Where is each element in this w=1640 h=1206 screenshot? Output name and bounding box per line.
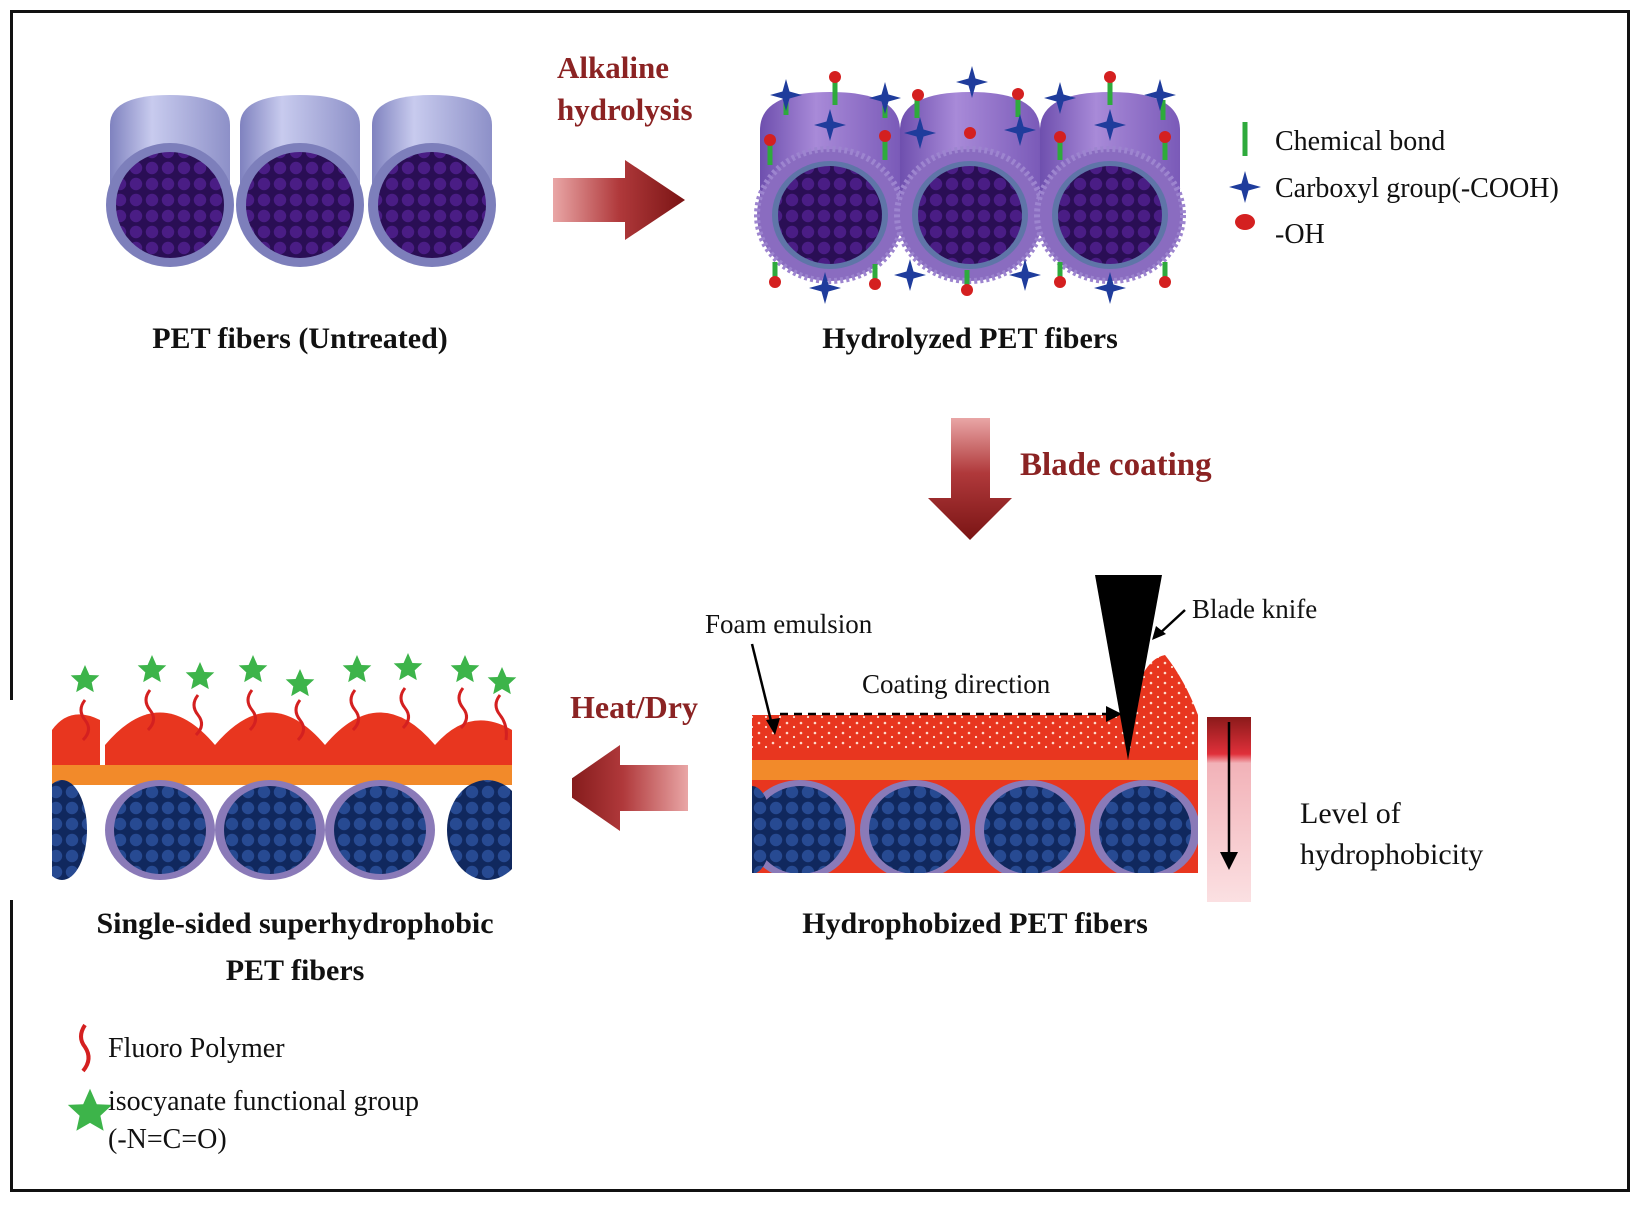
legend-isocyanate-line1: isocyanate functional group <box>108 1086 419 1117</box>
coated-fiber-row <box>732 760 1200 880</box>
superhydrophobic-fibers <box>0 653 572 900</box>
oh-dot-icon <box>1235 214 1255 230</box>
blade-coating-arrow-icon <box>928 418 1012 540</box>
untreated-fibers <box>106 95 496 267</box>
hydrolyzed-fibers <box>754 66 1186 304</box>
blade-knife-label: Blade knife <box>1192 594 1317 624</box>
foam-pile <box>1130 655 1198 715</box>
legend-fluoro: Fluoro Polymer <box>108 1033 285 1064</box>
legend-chemical-bond: Chemical bond <box>1275 126 1445 157</box>
hydrolyzed-fiber <box>754 92 906 284</box>
untreated-fiber <box>368 95 496 267</box>
carboxyl-star-icon <box>1229 171 1261 203</box>
legend-isocyanate-line2: (-N=C=O) <box>108 1124 227 1155</box>
hydrolyzed-fiber <box>894 92 1046 284</box>
coated-lumps <box>52 712 512 785</box>
alkaline-arrow-icon <box>553 160 685 240</box>
heat-dry-arrow-icon <box>558 745 688 831</box>
blade-knife-pointer <box>1157 609 1186 636</box>
isocyanate-stars <box>70 653 517 697</box>
untreated-fiber <box>236 95 364 267</box>
functional-groups <box>764 66 1176 304</box>
isocyanate-star-icon <box>67 1088 113 1131</box>
foam-emulsion-pointer <box>750 643 774 726</box>
untreated-fiber <box>106 95 234 267</box>
single-sided-label-line2: PET fibers <box>226 954 365 987</box>
blade-coating-label: Blade coating <box>1020 447 1212 483</box>
alkaline-label-line1: Alkaline <box>557 50 669 85</box>
legend-bottom: Fluoro Polymer isocyanate functional gro… <box>67 1023 419 1155</box>
blade-knife-icon <box>1095 575 1162 760</box>
fluoro-polymer-chains <box>79 687 508 742</box>
chemical-bond-marks <box>767 82 1168 286</box>
single-sided-label-line1: Single-sided superhydrophobic <box>96 907 493 940</box>
level-label-line2: hydrophobicity <box>1300 838 1483 871</box>
hydrolyzed-label: Hydrolyzed PET fibers <box>822 322 1118 355</box>
hydrophobized-fibers <box>700 655 1218 893</box>
coating-direction-label: Coating direction <box>862 669 1051 699</box>
alkaline-label-line2: hydrolysis <box>557 92 693 127</box>
superhydrophobic-fiber-cores <box>0 700 572 900</box>
hydrophobized-label: Hydrophobized PET fibers <box>802 907 1148 940</box>
oh-group-marks <box>764 71 1171 296</box>
legend-oh: -OH <box>1275 219 1325 250</box>
fluoro-polymer-icon <box>79 1023 91 1073</box>
legend-carboxyl: Carboxyl group(-COOH) <box>1275 173 1559 204</box>
untreated-label: PET fibers (Untreated) <box>152 322 448 355</box>
heat-dry-label: Heat/Dry <box>570 689 698 725</box>
coating-direction-arrowhead-icon <box>1106 706 1122 722</box>
level-label-line1: Level of <box>1300 797 1401 830</box>
legend-top: Chemical bond Carboxyl group(-COOH) -OH <box>1229 122 1559 250</box>
foam-emulsion-label: Foam emulsion <box>705 609 873 639</box>
